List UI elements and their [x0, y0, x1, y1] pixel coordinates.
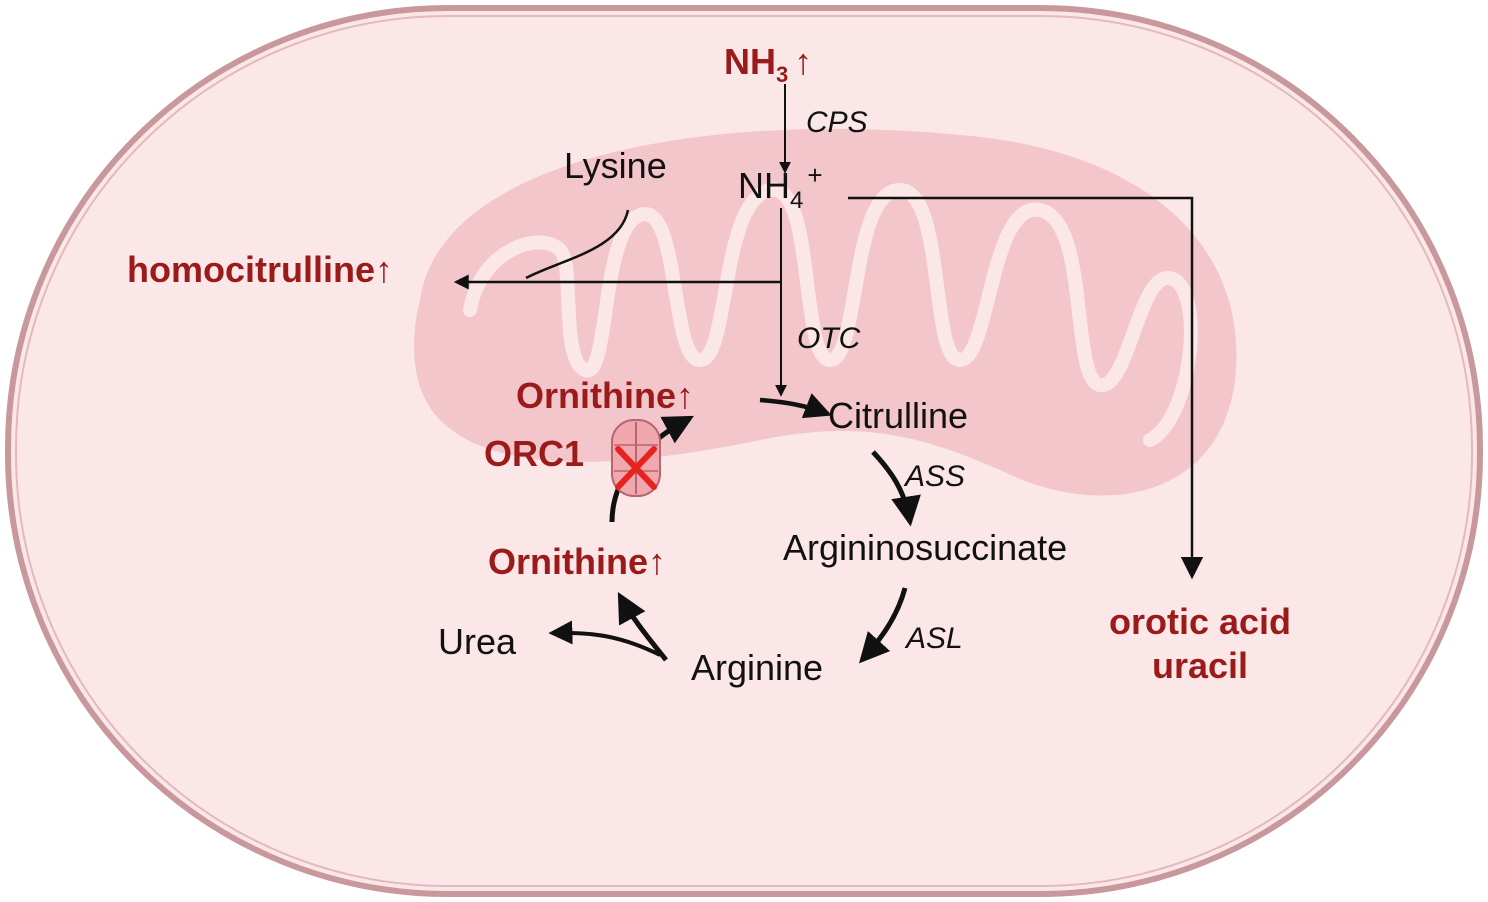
enzyme-cps: CPS [806, 106, 868, 139]
enzyme-ass: ASS [903, 460, 965, 493]
arginine-label: Arginine [691, 647, 823, 688]
arrow-arginine-to-ornithine [617, 592, 668, 662]
citrulline-label: Citrulline [828, 395, 968, 436]
nh4-label: NH4+ [738, 160, 823, 214]
mitochondrion-cristae [463, 182, 1198, 447]
orotic-acid-label: orotic acid [1109, 601, 1291, 642]
ornithine-cyto-label: Ornithine↑ [488, 541, 666, 582]
arrow-asl [858, 587, 908, 664]
arrow-to-urea [548, 620, 661, 657]
cross-mark-icon [615, 446, 657, 490]
mitochondrion [414, 128, 1237, 496]
argininosuccinate-label: Argininosuccinate [783, 527, 1067, 568]
orc1-label: ORC1 [484, 433, 584, 474]
mitochondrion-outer-membrane [414, 128, 1237, 496]
homocitrulline-label: homocitrulline↑ [127, 249, 393, 290]
arrow-nh4-to-orotic-acid [848, 196, 1204, 580]
urea-label: Urea [438, 621, 517, 662]
arrow-ornithine-to-citrulline [759, 393, 832, 419]
enzyme-otc: OTC [797, 322, 861, 355]
cell-membrane-inner [15, 15, 1473, 887]
curve-lysine-to-homocitrulline [525, 209, 630, 280]
lysine-label: Lysine [564, 145, 667, 186]
orc1-transporter [611, 419, 661, 497]
nh3-label: NH3↑ [724, 41, 812, 87]
pathway-arrows [453, 84, 1204, 664]
ornithine-mito-label: Ornithine↑ [516, 375, 694, 416]
enzyme-asl: ASL [904, 622, 963, 655]
arrow-ass [871, 450, 921, 527]
uracil-label: uracil [1152, 645, 1248, 686]
